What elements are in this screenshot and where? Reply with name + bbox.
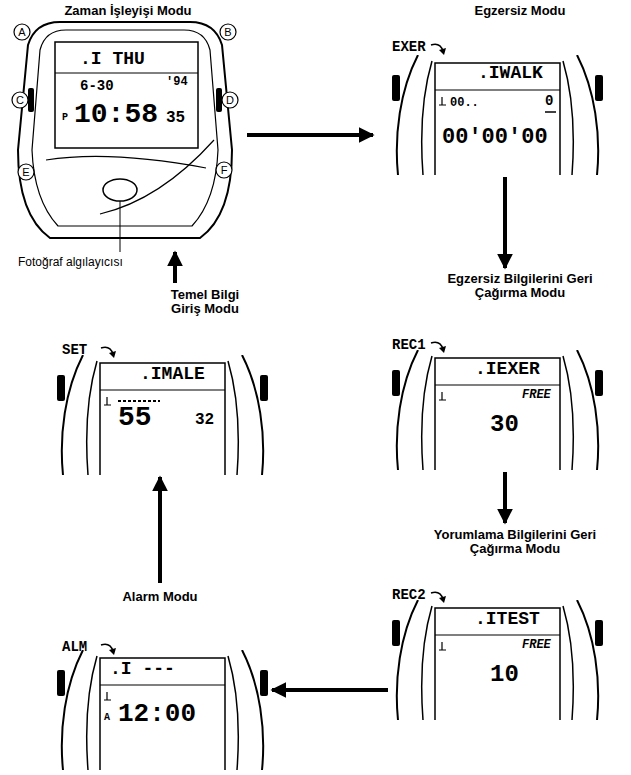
watch-mode: Yorumlama Bilgilerini Geri Çağırma ModuR… [390, 525, 631, 725]
button-letter: E [19, 166, 33, 178]
flow-arrow [158, 477, 162, 583]
lcd-text: .IEXER [475, 360, 540, 380]
mode-tag: ALM [62, 640, 87, 655]
lcd-text: .I --- [110, 660, 175, 680]
watch-mode: Temel Bilgi Giriş ModuSET .IMALE 55 32 [55, 285, 270, 475]
mode-heading: Egzersiz Bilgilerini Geri Çağırma Modu [445, 272, 595, 301]
lcd-text: .IWALK [478, 64, 543, 84]
lcd-text: 35 [166, 110, 185, 128]
lcd-text: 30 [490, 412, 519, 438]
mode-heading: Zaman İşleyişi Modu [28, 4, 228, 18]
mode-heading: Egzersiz Modu [420, 4, 620, 18]
mode-heading: Alarm Modu [85, 590, 235, 604]
flow-arrow [173, 252, 177, 283]
lcd-text: FREE [522, 389, 551, 402]
mode-tag: REC2 [392, 588, 426, 603]
button-letter: D [223, 94, 237, 106]
lcd-text: FREE [522, 639, 551, 652]
lcd-text: 10 [490, 662, 519, 688]
lcd-text: 10:58 [74, 100, 158, 131]
button-letter: B [221, 26, 235, 38]
mode-tag: SET [62, 343, 87, 358]
lcd-text: .IMALE [140, 365, 205, 385]
lcd-text: 00'00'00 [442, 126, 548, 150]
mode-heading: Temel Bilgi Giriş Modu [158, 288, 253, 317]
flow-arrow [272, 688, 388, 692]
lcd-text: A [104, 712, 110, 723]
lcd-text: .ITEST [475, 610, 540, 630]
button-letter: F [217, 164, 231, 176]
lcd-text: 6-30 [80, 79, 114, 94]
watch-mode: Egzersiz ModuEXER .IWALK 00.. 0 00'00'00 [375, 0, 631, 175]
lcd-text: 55 [118, 403, 152, 434]
lcd-text: 0 [545, 94, 553, 109]
watch-mode: Egzersiz Bilgilerini Geri Çağırma ModuRE… [390, 270, 631, 470]
flow-arrow [247, 133, 373, 137]
button-letter: C [13, 94, 27, 106]
lcd-text: P [62, 112, 68, 123]
mode-heading: Yorumlama Bilgilerini Geri Çağırma Modu [430, 528, 600, 557]
mode-tag: EXER [392, 40, 426, 55]
button-letter: A [15, 26, 29, 38]
flow-arrow [503, 472, 507, 523]
lcd-text: 12:00 [118, 700, 196, 729]
callout-label: Fotoğraf algılayıcısı [18, 256, 123, 269]
lcd-text: 32 [195, 412, 214, 430]
flow-arrow [503, 177, 507, 268]
watch-mode: Zaman İşleyişi Modu .I THU 6-30 '94P 10:58 35 [10, 0, 245, 250]
mode-tag: .I THU [80, 50, 145, 70]
lcd-text: '94 [166, 76, 188, 89]
lcd-text: 00.. [450, 97, 479, 110]
watch-mode: Alarm ModuALM .I --- A 12:00 [55, 585, 270, 770]
mode-tag: REC1 [392, 338, 426, 353]
